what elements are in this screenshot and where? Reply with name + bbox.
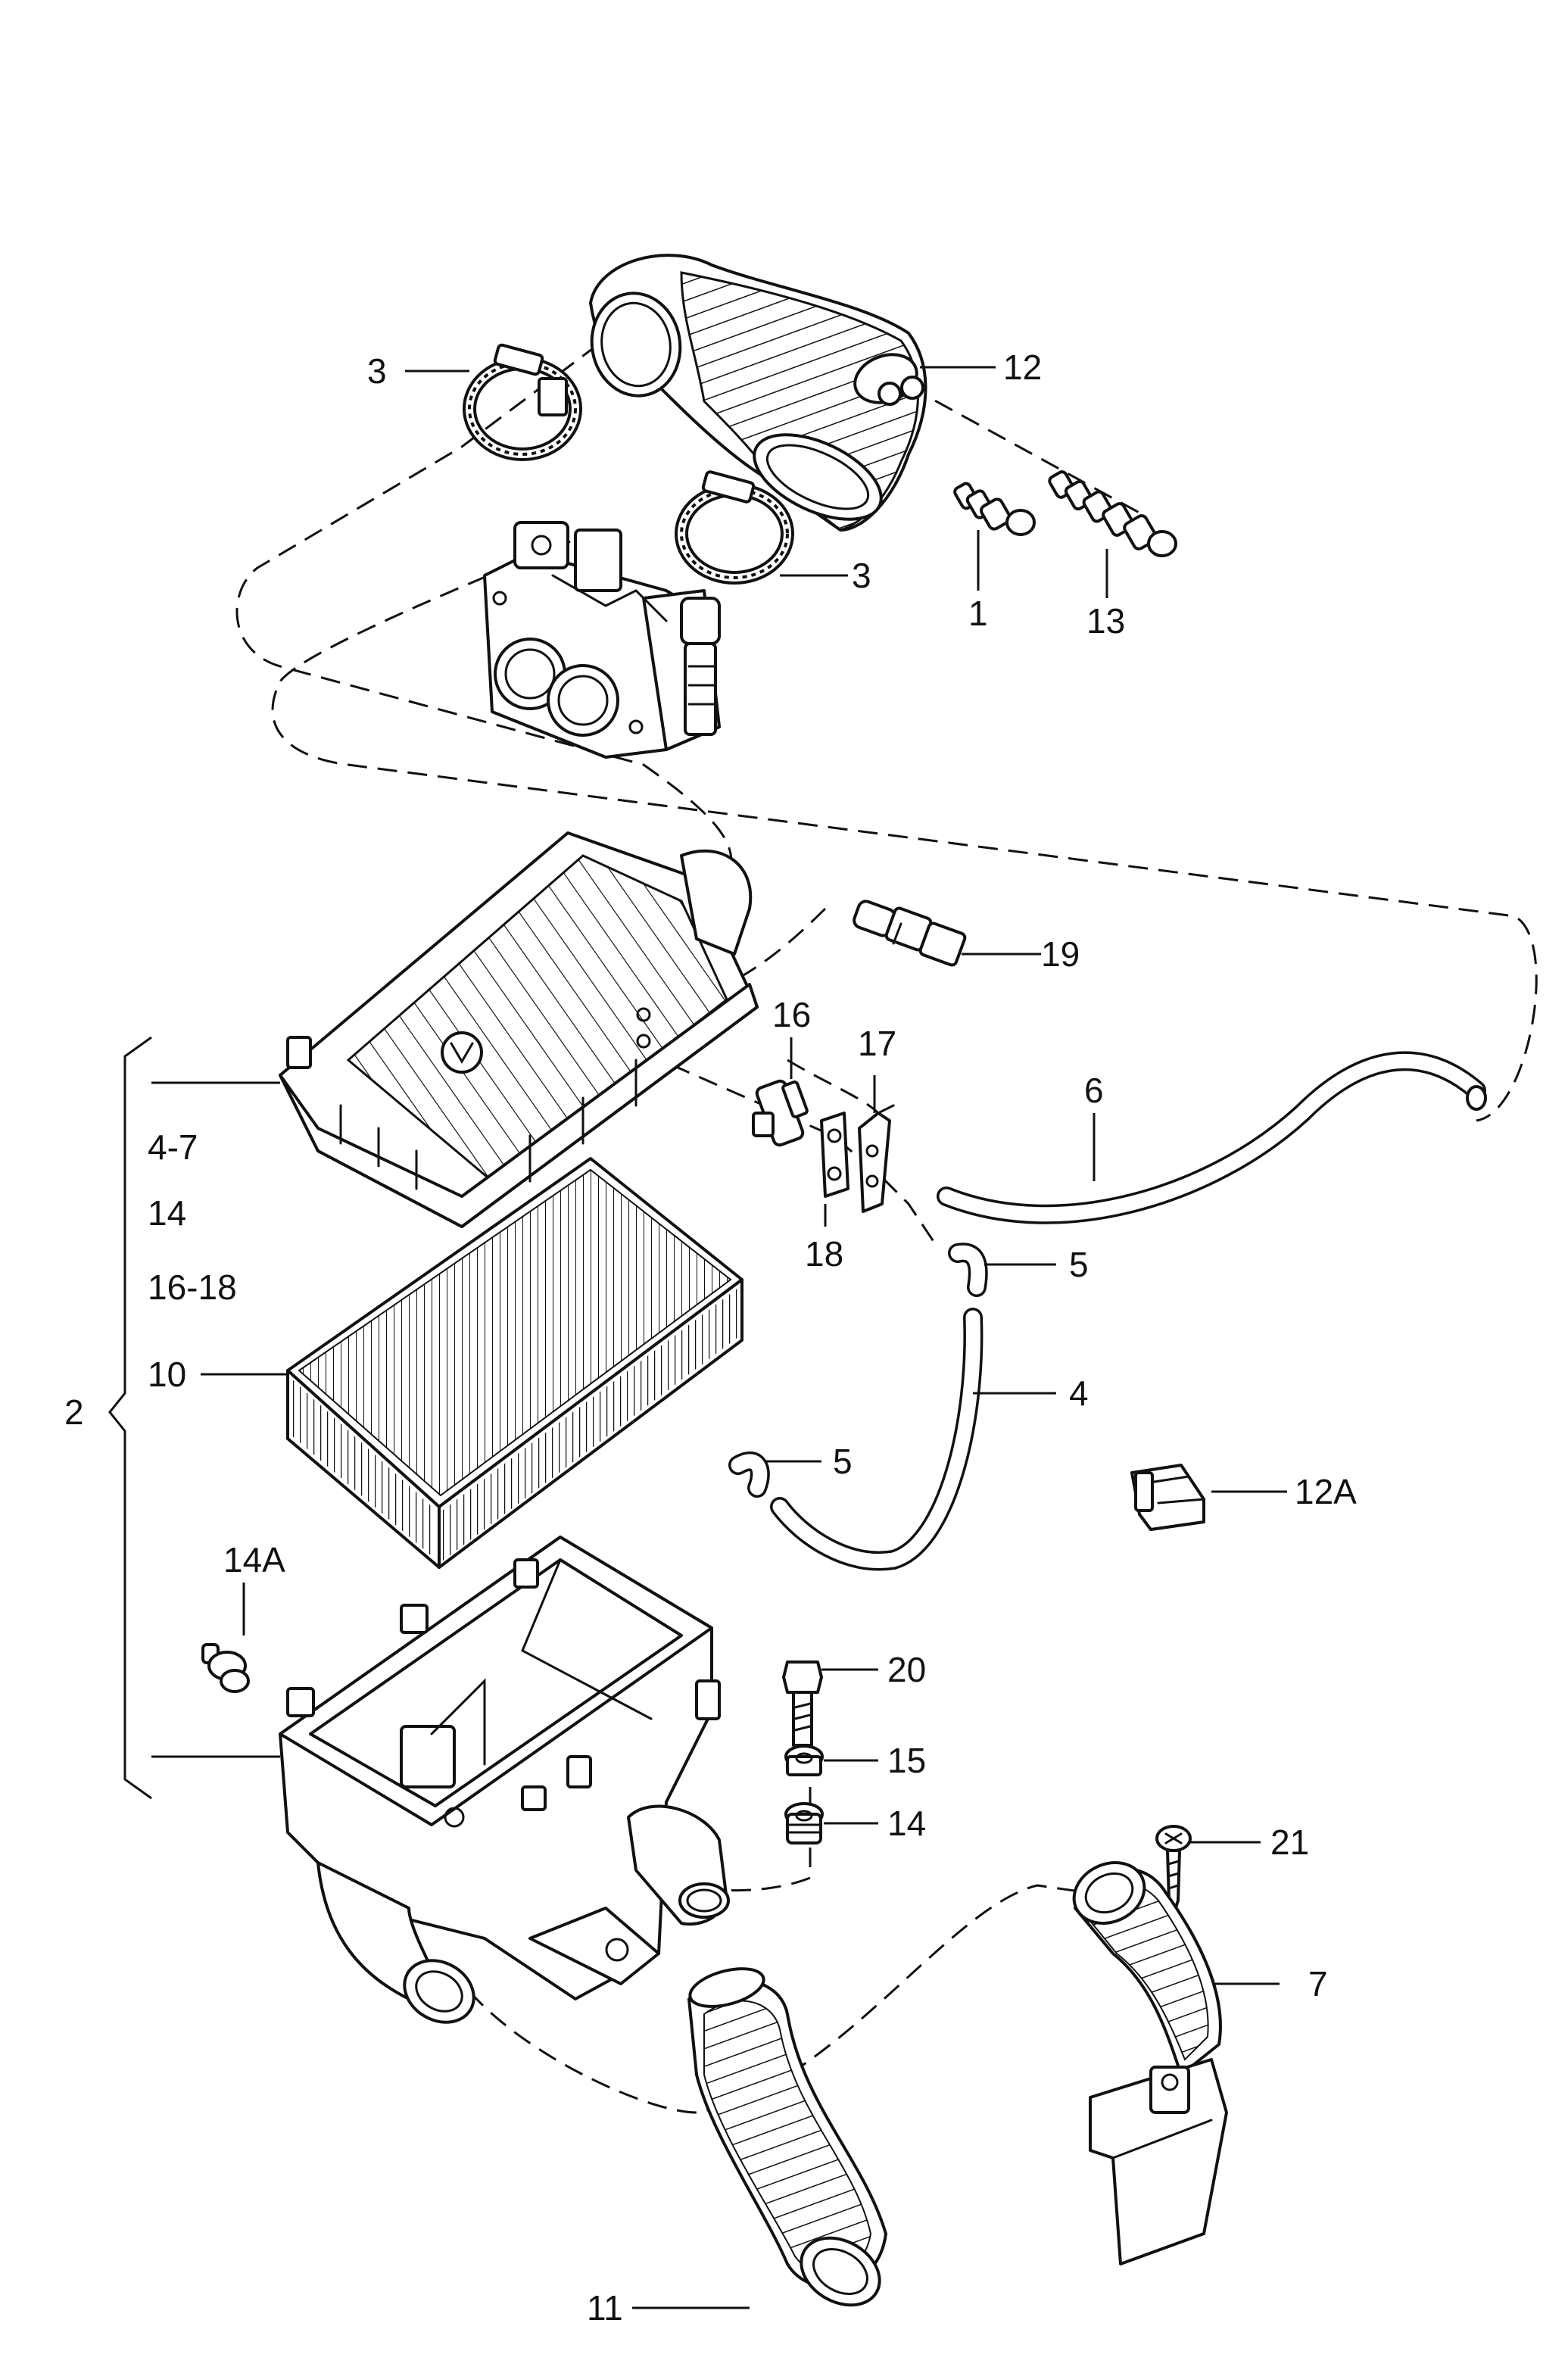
callout-7: 7	[1308, 1964, 1328, 2003]
callout-1: 1	[968, 594, 988, 633]
air-filter-lower-housing	[279, 1536, 730, 2024]
part-7-intake-duct	[1072, 1861, 1228, 2265]
callout-6: 6	[1084, 1071, 1104, 1110]
callout-12a: 12A	[1295, 1472, 1357, 1511]
group-item-2: 14	[148, 1193, 186, 1233]
callout-5-lower: 5	[833, 1442, 853, 1481]
part-4-hose	[770, 1308, 984, 1571]
callout-14: 14	[887, 1804, 926, 1843]
group-item-3: 16-18	[148, 1268, 237, 1307]
callout-21: 21	[1270, 1823, 1309, 1862]
assembly-bracket	[108, 1036, 152, 1800]
part-5-elbow-lower	[728, 1451, 770, 1498]
callout-19: 19	[1041, 934, 1080, 974]
callout-4: 4	[1069, 1374, 1089, 1413]
part-6-hose	[937, 1051, 1487, 1224]
part-12a-clip	[1130, 1464, 1205, 1531]
callout-20: 20	[887, 1650, 926, 1689]
callout-11: 11	[587, 2288, 623, 2328]
part-3-hose-clamp-upper	[463, 343, 582, 461]
callout-5-upper: 5	[1069, 1245, 1089, 1284]
part-3-hose-clamp-lower	[675, 470, 794, 585]
group-item-1: 4-7	[148, 1127, 198, 1167]
air-filter-lid	[279, 831, 759, 1228]
callout-15: 15	[887, 1741, 926, 1780]
part-14-grommet	[784, 1802, 824, 1844]
callout-13: 13	[1086, 601, 1125, 641]
callout-14a: 14A	[223, 1540, 285, 1579]
part-16-connector	[752, 1079, 809, 1147]
part-5-elbow-upper	[948, 1243, 988, 1297]
part-12-intake-elbow	[589, 254, 927, 532]
leader-lines	[151, 366, 1287, 2309]
throttle-body	[483, 521, 721, 759]
callout-18: 18	[805, 1234, 843, 1274]
callout-3-lower: 3	[852, 556, 871, 595]
part-11-intake-duct	[687, 1967, 887, 2307]
callout-2: 2	[64, 1392, 84, 1432]
part-1-plug	[953, 482, 1036, 536]
callout-3-upper: 3	[367, 351, 387, 391]
part-20-bolt	[782, 1660, 823, 1747]
callout-labels: 3 12 3 1 13 19 16 17 18 6 5 4 5 12A 2 4-…	[64, 348, 1357, 2328]
callout-12: 12	[1003, 348, 1042, 387]
part-15-washer	[784, 1745, 824, 1776]
callout-10: 10	[148, 1355, 186, 1394]
part-10-filter-element	[286, 1157, 743, 1569]
part-19-sensor	[853, 900, 967, 967]
part-17-clip	[858, 1104, 895, 1213]
callout-16: 16	[772, 995, 811, 1034]
part-13-plug	[1048, 470, 1177, 557]
part-18-bracket	[820, 1112, 849, 1198]
part-14a-grommet	[201, 1643, 250, 1693]
callout-17: 17	[858, 1024, 896, 1063]
